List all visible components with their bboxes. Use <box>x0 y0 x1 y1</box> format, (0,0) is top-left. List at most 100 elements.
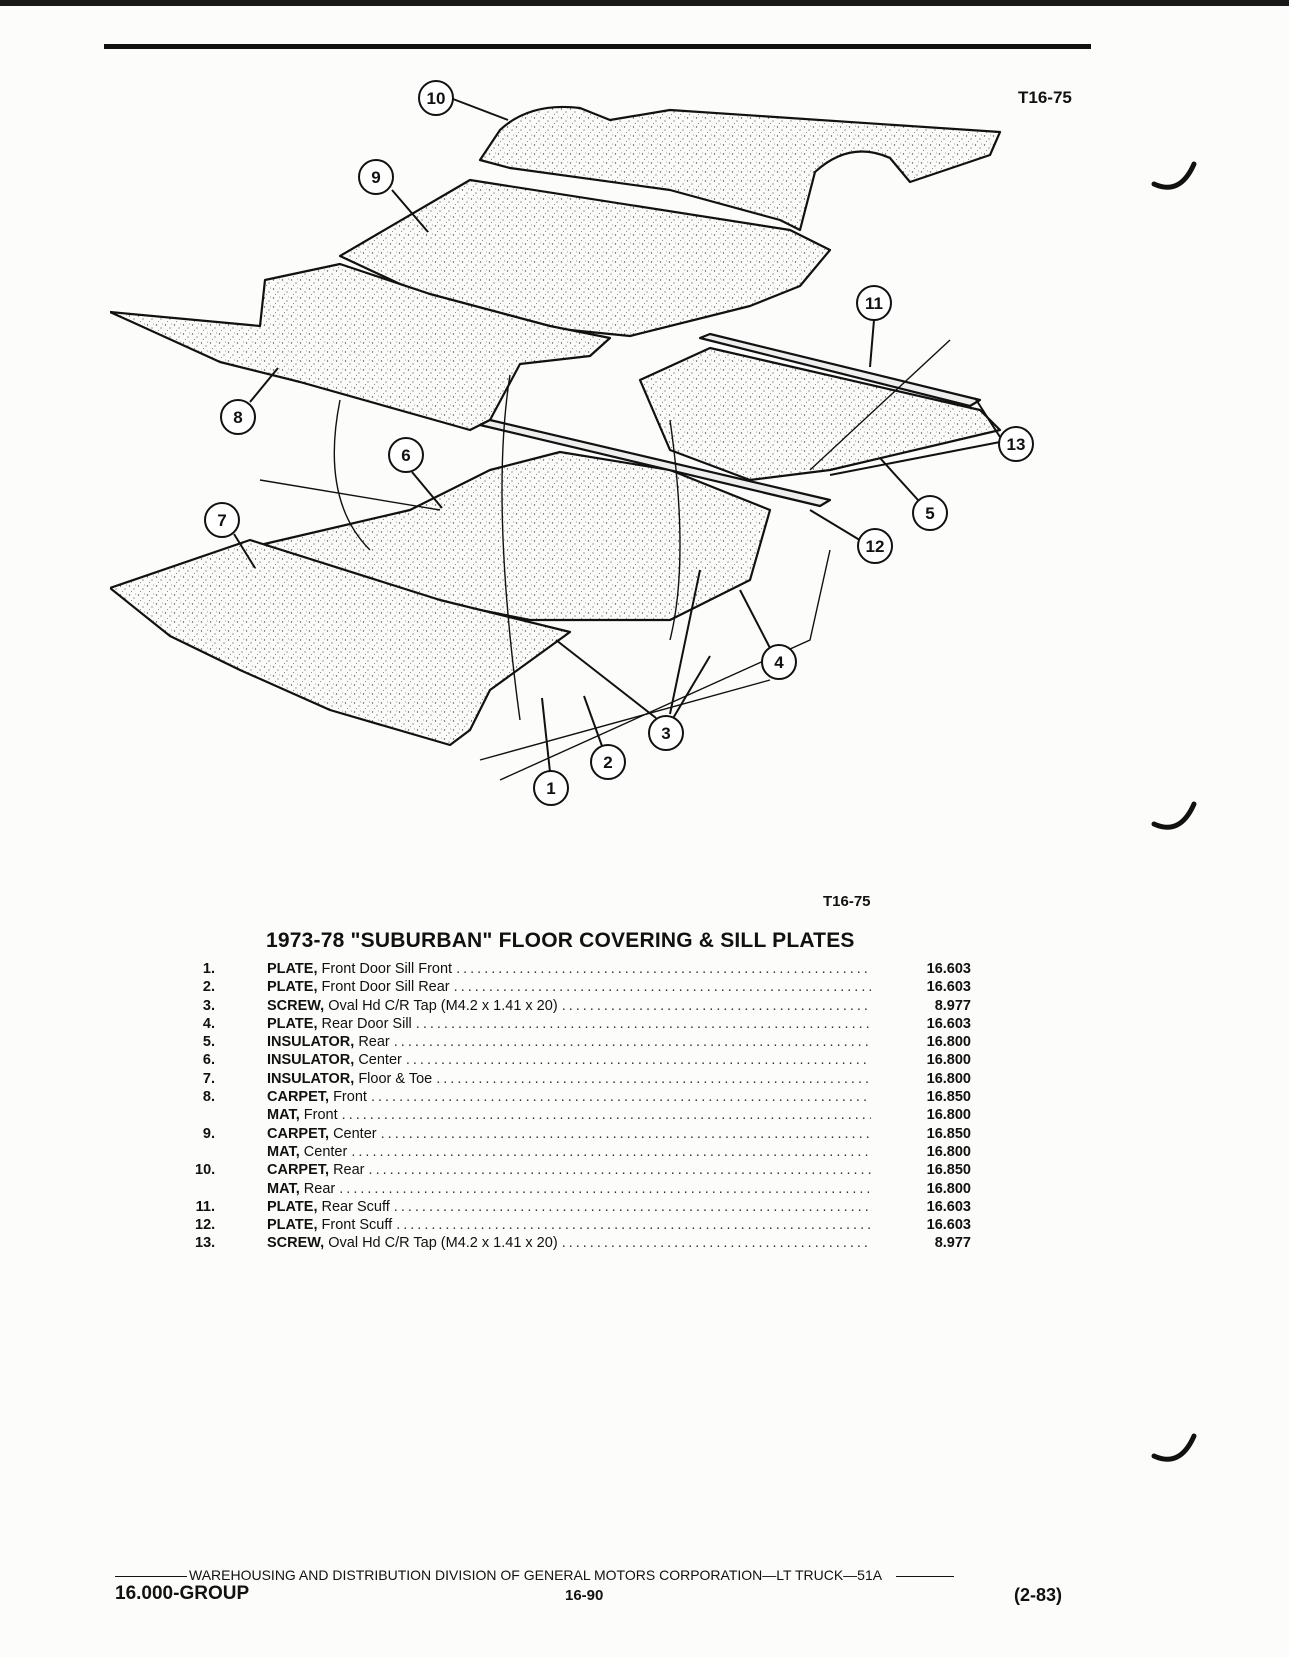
part-name: PLATE, <box>267 979 318 996</box>
part-description: MAT, Center ............................… <box>267 1143 871 1161</box>
part-description: INSULATOR, Floor & Toe .................… <box>267 1070 871 1088</box>
leader-dots: ........................................… <box>341 1107 871 1124</box>
part-number: 11. <box>195 1198 215 1215</box>
part-group-number: 16.800 <box>926 1052 971 1069</box>
leader-dots: ........................................… <box>393 1034 871 1051</box>
part-detail: Rear Scuff <box>321 1198 390 1215</box>
callout-6: 6 <box>388 437 443 509</box>
callout-12: 12 <box>809 509 893 564</box>
sill-line <box>479 679 771 761</box>
part-name: PLATE, <box>267 1217 318 1234</box>
part-description: MAT, Front .............................… <box>267 1106 871 1124</box>
guide-line-2 <box>809 339 951 471</box>
part-group-number: 16.603 <box>926 1198 971 1215</box>
callout-3-label: 3 <box>661 724 670 743</box>
part-detail: Center <box>358 1052 402 1069</box>
footer-page-number: 16-90 <box>565 1587 604 1604</box>
parts-list-title: 1973-78 "SUBURBAN" FLOOR COVERING & SILL… <box>266 929 855 952</box>
parts-row: MAT, Front .............................… <box>195 1106 975 1124</box>
part-group-number: 16.800 <box>926 1034 971 1051</box>
part-description: INSULATOR, Rear ........................… <box>267 1033 871 1051</box>
callout-9: 9 <box>358 159 429 233</box>
parts-row: 11. PLATE, Rear Scuff ...................… <box>195 1198 975 1216</box>
part-detail: Floor & Toe <box>358 1070 433 1087</box>
part-description: CARPET, Center .........................… <box>267 1125 871 1143</box>
callout-5: 5 <box>879 457 948 531</box>
sill-line-2 <box>499 549 831 781</box>
parts-row: 10.CARPET, Rear ........................… <box>195 1161 975 1179</box>
leader-dots: ........................................… <box>415 1015 871 1032</box>
part-detail: Front <box>333 1089 367 1106</box>
binder-mark <box>1151 161 1197 190</box>
part-name: SCREW, <box>267 1235 325 1252</box>
footer-dash-right <box>896 1575 955 1577</box>
part-description: PLATE, Front Door Sill Rear ............… <box>267 978 871 996</box>
parts-row: MAT, Rear ..............................… <box>195 1180 975 1198</box>
part-group-number: 16.603 <box>926 1015 971 1032</box>
part-detail: Oval Hd C/R Tap (M4.2 x 1.41 x 20) <box>328 997 558 1014</box>
part-detail: Front Scuff <box>321 1217 393 1234</box>
part-detail: Front Door Sill Rear <box>321 979 450 996</box>
part-name: INSULATOR, <box>267 1070 355 1087</box>
parts-row: 13. SCREW, Oval Hd C/R Tap (M4.2 x 1.41 x… <box>195 1234 975 1252</box>
part-name: MAT, <box>267 1107 300 1124</box>
parts-list: 1.PLATE, Front Door Sill Front .........… <box>195 960 975 1253</box>
rear-scuff-plate-shape <box>698 332 982 408</box>
part-group-number: 16.603 <box>926 961 971 977</box>
part-group-number: 16.603 <box>926 1217 971 1234</box>
parts-row: 5. INSULATOR, Rear ......................… <box>195 1033 975 1051</box>
part-description: SCREW, Oval Hd C/R Tap (M4.2 x 1.41 x 20… <box>267 997 871 1015</box>
callout-6-label: 6 <box>401 446 410 465</box>
part-description: CARPET, Front ..........................… <box>267 1088 871 1106</box>
part-number: 12. <box>195 1217 216 1234</box>
callout-2-label: 2 <box>603 753 612 772</box>
leader-dots: ........................................… <box>396 1217 871 1234</box>
parts-row: 6.INSULATOR, Center ....................… <box>195 1051 975 1069</box>
door-pillar-line <box>501 374 521 721</box>
parts-row: 2.PLATE, Front Door Sill Rear ..........… <box>195 978 975 996</box>
leader-dots: ........................................… <box>436 1070 871 1087</box>
parts-row: 3.SCREW, Oval Hd C/R Tap (M4.2 x 1.41 x … <box>195 997 975 1015</box>
callout-1: 1 <box>533 697 569 806</box>
parts-row: 1.PLATE, Front Door Sill Front .........… <box>195 960 975 978</box>
callout-7: 7 <box>204 502 256 569</box>
part-group-number: 16.800 <box>926 1070 971 1087</box>
part-description: SCREW, Oval Hd C/R Tap (M4.2 x 1.41 x 20… <box>267 1234 871 1252</box>
part-detail: Rear <box>358 1034 390 1051</box>
part-detail: Rear <box>333 1162 365 1179</box>
leader-dots: ........................................… <box>393 1198 871 1215</box>
footer-group: 16.000-GROUP <box>115 1583 250 1604</box>
parts-row: 4.PLATE, Rear Door Sill ................… <box>195 1015 975 1033</box>
part-name: CARPET, <box>267 1089 330 1106</box>
part-number: 10. <box>195 1162 216 1179</box>
part-name: SCREW, <box>267 997 325 1014</box>
part-number: 13. <box>195 1235 216 1252</box>
part-number: 9. <box>202 1125 215 1142</box>
part-description: PLATE, Rear Scuff ......................… <box>267 1198 871 1216</box>
front-carpet-shape <box>110 262 612 432</box>
binder-mark <box>1151 801 1197 830</box>
leader-dots: ........................................… <box>368 1162 871 1179</box>
callout-12-label: 12 <box>866 537 885 556</box>
parts-row: 7.INSULATOR, Floor & Toe ...............… <box>195 1070 975 1088</box>
floor-toe-insulator-shape <box>110 538 572 747</box>
callout-9-label: 9 <box>371 168 380 187</box>
leader-dots: ........................................… <box>370 1089 871 1106</box>
footer-dash-left <box>115 1575 187 1577</box>
body-outline-line <box>333 399 371 551</box>
binder-mark <box>1151 1433 1197 1462</box>
leader-dots: ........................................… <box>453 979 871 996</box>
leader-dots: ........................................… <box>380 1125 871 1142</box>
callout-4: 4 <box>739 589 797 680</box>
callout-13-label: 13 <box>1007 435 1026 454</box>
part-name: INSULATOR, <box>267 1034 355 1051</box>
part-number: 5. <box>202 1034 215 1051</box>
part-name: INSULATOR, <box>267 1052 355 1069</box>
part-name: MAT, <box>267 1143 300 1160</box>
guide-line <box>259 479 441 511</box>
part-description: PLATE, Front Door Sill Front ...........… <box>267 960 871 978</box>
rear-insulator-shape <box>638 346 1002 482</box>
part-detail: Center <box>333 1125 377 1142</box>
callout-3: 3 <box>555 569 711 751</box>
callout-8: 8 <box>220 367 279 435</box>
